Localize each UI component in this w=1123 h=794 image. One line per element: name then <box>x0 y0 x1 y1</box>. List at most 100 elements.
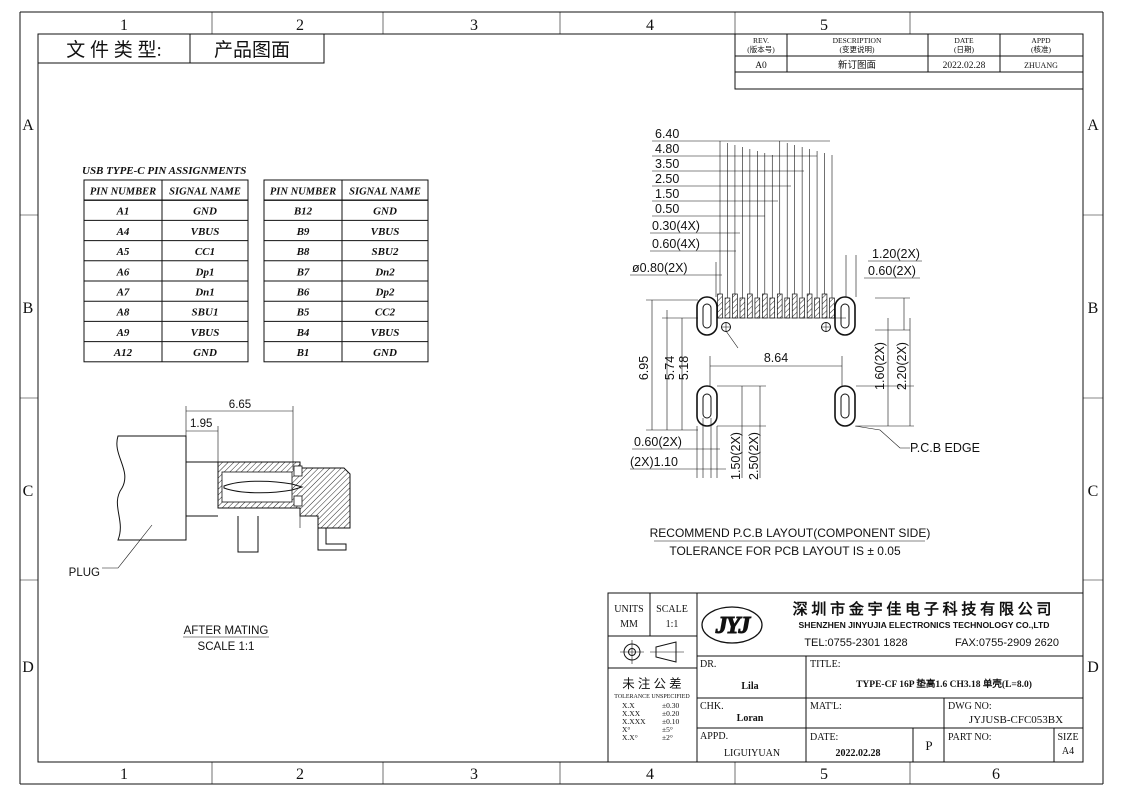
pcb-caption: RECOMMEND P.C.B LAYOUT(COMPONENT SIDE) T… <box>650 526 931 558</box>
chk-label: CHK. <box>700 701 724 712</box>
tolerance-key: X.XX <box>622 709 641 718</box>
pcb-dim-b3: 1.50(2X) <box>729 432 743 480</box>
mating-dim-offset: 1.95 <box>190 418 212 430</box>
col-label-3-top: 3 <box>470 17 478 34</box>
row-label-c-right: C <box>1088 483 1099 500</box>
pcb-pad <box>747 293 753 319</box>
pin-signal-b6: Dp2 <box>375 287 395 299</box>
rev-cell-date: 2022.02.28 <box>943 61 986 71</box>
pin-number-a9: A9 <box>116 327 130 339</box>
revision-table: REV. (版本号) DESCRIPTION (变更说明) DATE (日期) … <box>734 33 1084 90</box>
rev-header-appd: APPD <box>1031 36 1051 45</box>
col-label-5-bottom: 5 <box>820 766 828 783</box>
pcb-slot-lower-left <box>696 385 718 427</box>
row-label-a-right: A <box>1087 117 1099 134</box>
pcb-pad <box>829 297 835 319</box>
rev-header-appd-cn: (核准) <box>1031 44 1051 54</box>
pcb-dim-hole: ø0.80(2X) <box>632 261 688 275</box>
pin-signal-a7: Dn1 <box>194 287 215 299</box>
pcb-dim-v1: 6.95 <box>637 356 651 380</box>
pcb-dim-top-4: 1.50 <box>655 187 679 201</box>
pin-signal-a4: VBUS <box>191 226 220 238</box>
company-tel: TEL:0755-2301 1828 <box>804 637 907 649</box>
pcb-dim-b4: 2.50(2X) <box>747 432 761 480</box>
col-label-4-bottom: 4 <box>646 766 654 783</box>
row-label-b-left: B <box>23 300 34 317</box>
units-label: UNITS <box>614 604 643 615</box>
pcb-tolerance: TOLERANCE FOR PCB LAYOUT IS ± 0.05 <box>669 544 901 558</box>
date-value: 2022.02.28 <box>836 748 881 759</box>
row-label-a-left: A <box>22 117 34 134</box>
col-label-2-bottom: 2 <box>296 766 304 783</box>
logo-text: JYJ <box>715 613 752 639</box>
pcb-dim-top-6: 0.30(4X) <box>652 219 700 233</box>
pcb-pad <box>762 293 768 319</box>
company-fax: FAX:0755-2909 2620 <box>955 637 1059 649</box>
pcb-dim-b1: 0.60(2X) <box>634 435 682 449</box>
pin-signal-b8: SBU2 <box>372 246 399 258</box>
pcb-dim-r2: 2.20(2X) <box>895 342 909 390</box>
dwg-value: JYJUSB-CFC053BX <box>969 714 1063 726</box>
col-label-3-bottom: 3 <box>470 766 478 783</box>
pcb-slot-upper-left <box>696 296 718 336</box>
size-label: SIZE <box>1057 732 1078 743</box>
col-label-1-bottom: 1 <box>120 766 128 783</box>
pcb-dim-top-1: 4.80 <box>655 142 679 156</box>
pcb-caption-title: RECOMMEND P.C.B LAYOUT(COMPONENT SIDE) <box>650 526 931 540</box>
col-label-5-top: 5 <box>820 17 828 34</box>
units-value: MM <box>620 619 638 630</box>
rev-cell-rev: A0 <box>755 61 767 71</box>
pin-signal-a6: Dp1 <box>195 266 215 278</box>
pin-signal-b5: CC2 <box>375 307 396 319</box>
rev-cell-appd: ZHUANG <box>1024 61 1058 70</box>
pcb-pad <box>724 297 731 319</box>
pin-table-title: USB TYPE-C PIN ASSIGNMENTS <box>82 165 246 177</box>
pin-signal-b4: VBUS <box>371 327 400 339</box>
date-label: DATE: <box>810 732 838 743</box>
pcb-pad <box>791 293 798 319</box>
pin-number-a12: A12 <box>113 347 133 359</box>
tolerance-value: ±2° <box>662 733 673 742</box>
tolerance-key: X.XXX <box>622 717 646 726</box>
row-label-b-right: B <box>1088 300 1099 317</box>
title-label: TITLE: <box>810 659 841 670</box>
pin-number-a1: A1 <box>116 206 130 218</box>
mating-caption-scale: SCALE 1:1 <box>198 641 255 653</box>
right-pin-header-number: PIN NUMBER <box>270 187 336 198</box>
pcb-slot-lower-right <box>834 385 856 427</box>
tolerance-value: ±0.30 <box>662 701 679 710</box>
pcb-pad <box>754 297 761 319</box>
pcb-pad <box>776 293 783 319</box>
col-label-4-top: 4 <box>646 17 654 34</box>
row-label-d-left: D <box>22 659 34 676</box>
title-block: UNITS MM SCALE 1:1 未 注 公 差 TOLERANCE UNS… <box>607 592 1084 763</box>
company-name-cn: 深 圳 市 金 宇 佳 电 子 科 技 有 限 公 司 <box>793 600 1052 618</box>
pcb-pad <box>799 297 805 319</box>
pcb-pad <box>732 293 738 319</box>
pin-number-a4: A4 <box>116 226 130 238</box>
mating-dim-total: 6.65 <box>229 399 251 411</box>
tolerance-value: ±0.20 <box>662 709 679 718</box>
tolerance-key: X° <box>622 725 630 734</box>
rev-header-date: DATE <box>954 36 974 45</box>
pin-number-a5: A5 <box>116 246 130 258</box>
pin-number-b6: B6 <box>296 287 310 299</box>
tolerance-value: ±0.10 <box>662 717 679 726</box>
dwg-label: DWG NO: <box>948 701 992 712</box>
pcb-signal-pads <box>717 293 835 319</box>
pcb-dim-top-5: 0.50 <box>655 202 679 216</box>
doc-type-value: 产品图面 <box>214 39 290 61</box>
pin-signal-a5: CC1 <box>195 246 215 258</box>
appd-label: APPD. <box>700 731 728 742</box>
tolerance-en: TOLERANCE UNSPECIFIED <box>614 694 690 700</box>
pin-number-a7: A7 <box>116 287 130 299</box>
left-pin-header-number: PIN NUMBER <box>90 187 156 198</box>
rev-header-date-cn: (日期) <box>954 45 974 54</box>
doc-type-label: 文 件 类 型: <box>66 39 162 61</box>
pin-signal-b12: GND <box>373 206 397 218</box>
pcb-layout-view: 6.40 4.80 3.50 2.50 1.50 0.50 0.30(4X) 0… <box>630 127 980 558</box>
pin-number-b8: B8 <box>296 246 310 258</box>
pin-number-a8: A8 <box>116 307 130 319</box>
